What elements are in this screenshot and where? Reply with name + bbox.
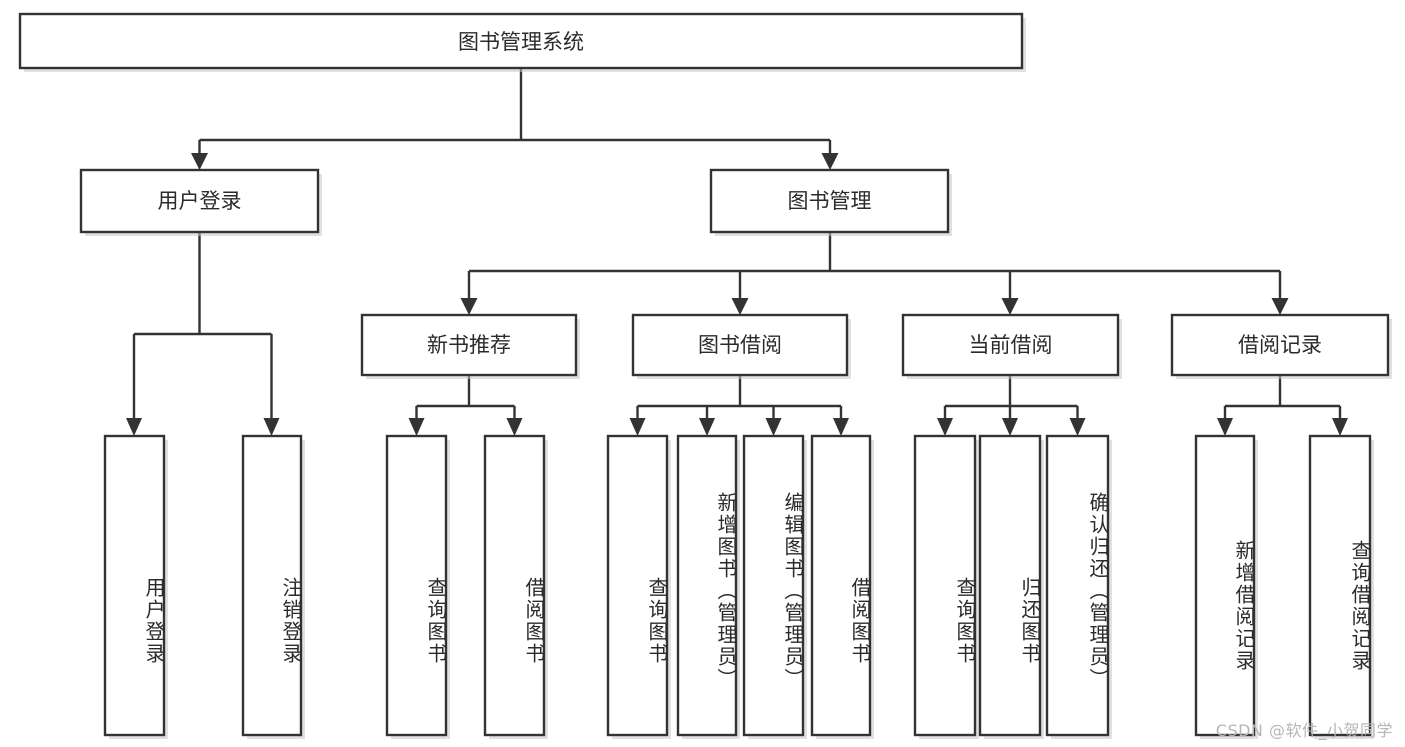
leaf-box-return-book[interactable]	[978, 434, 1042, 737]
arrowhead-current-leaf-1	[937, 418, 953, 436]
node-book-borrow[interactable]: 图书借阅	[631, 313, 851, 379]
node-new-book-recommend-box[interactable]	[360, 313, 578, 377]
leaf-box-user-login[interactable]	[103, 434, 166, 737]
node-book-management-box[interactable]	[709, 168, 950, 234]
node-root[interactable]: 图书管理系统	[18, 12, 1026, 72]
leaf-box-borrow-book-borrow[interactable]	[810, 434, 872, 737]
leaf-box-borrow-book-newbook[interactable]	[483, 434, 546, 737]
arrowhead-leaf-logout	[263, 418, 280, 436]
arrowhead-record-leaf-1	[1217, 418, 1233, 436]
node-user-login[interactable]: 用户登录	[79, 168, 322, 236]
leaf-box-query-book-current[interactable]	[913, 434, 977, 737]
node-new-book-recommend-label: 新书推荐	[427, 333, 511, 357]
leaf-box-confirm-return-admin[interactable]	[1045, 434, 1110, 737]
node-root-label: 图书管理系统	[458, 30, 584, 54]
arrowhead-user-login	[191, 153, 208, 170]
leaf-box-add-borrow-record[interactable]	[1194, 434, 1256, 737]
node-borrow-record-box[interactable]	[1170, 313, 1390, 377]
node-root-box[interactable]	[18, 12, 1024, 70]
arrowhead-current-leaf-2	[1002, 418, 1018, 436]
arrowhead-borrow	[731, 298, 749, 315]
node-current-borrow-box[interactable]	[901, 313, 1120, 377]
node-user-login-label: 用户登录	[158, 189, 242, 213]
arrowhead-newbook-leaf-2	[506, 418, 523, 436]
arrowhead-leaf-user-login	[126, 418, 142, 436]
arrowhead-borrow-leaf-1	[629, 418, 646, 436]
leaf-box-edit-book-admin[interactable]	[742, 434, 805, 737]
node-current-borrow[interactable]: 当前借阅	[901, 313, 1122, 379]
arrowhead-borrow-leaf-4	[833, 418, 849, 436]
leaf-box-logout[interactable]	[241, 434, 303, 737]
arrowhead-current-leaf-3	[1069, 418, 1086, 436]
arrowhead-borrow-leaf-3	[765, 418, 782, 436]
node-borrow-record[interactable]: 借阅记录	[1170, 313, 1392, 379]
arrowhead-book-mgmt	[821, 153, 839, 170]
leaf-box-add-book-admin[interactable]	[676, 434, 738, 737]
node-new-book-recommend[interactable]: 新书推荐	[360, 313, 580, 379]
connectors-layer	[126, 68, 1348, 436]
node-book-borrow-box[interactable]	[631, 313, 849, 377]
arrowhead-record	[1271, 298, 1289, 315]
node-book-borrow-label: 图书借阅	[698, 333, 782, 357]
leaf-boxes-layer	[103, 434, 1374, 739]
arrowhead-record-leaf-2	[1332, 418, 1348, 436]
node-borrow-record-label: 借阅记录	[1238, 333, 1322, 357]
node-book-management[interactable]: 图书管理	[709, 168, 952, 236]
arrowhead-newbook-leaf-1	[408, 418, 425, 436]
leaf-box-query-book-newbook[interactable]	[385, 434, 448, 737]
arrowhead-current	[1001, 298, 1019, 315]
node-current-borrow-label: 当前借阅	[969, 333, 1053, 357]
arrowhead-newbook	[460, 298, 478, 315]
leaf-box-query-book-borrow[interactable]	[606, 434, 669, 737]
node-user-login-box[interactable]	[79, 168, 320, 234]
node-book-management-label: 图书管理	[788, 189, 872, 213]
arrowhead-borrow-leaf-2	[699, 418, 715, 436]
csdn-watermark: CSDN @软件_小贺同学	[1215, 721, 1393, 740]
leaf-box-query-borrow-record[interactable]	[1308, 434, 1372, 737]
